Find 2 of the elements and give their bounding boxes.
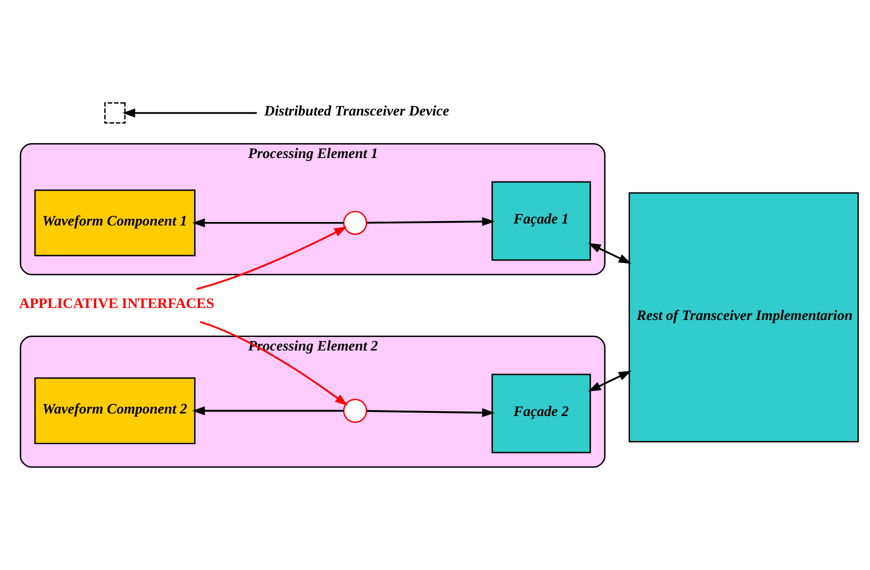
node-text: APPLICATIVE INTERFACES [19, 296, 214, 312]
node-text: Distributed Transceiver Device [264, 103, 450, 120]
